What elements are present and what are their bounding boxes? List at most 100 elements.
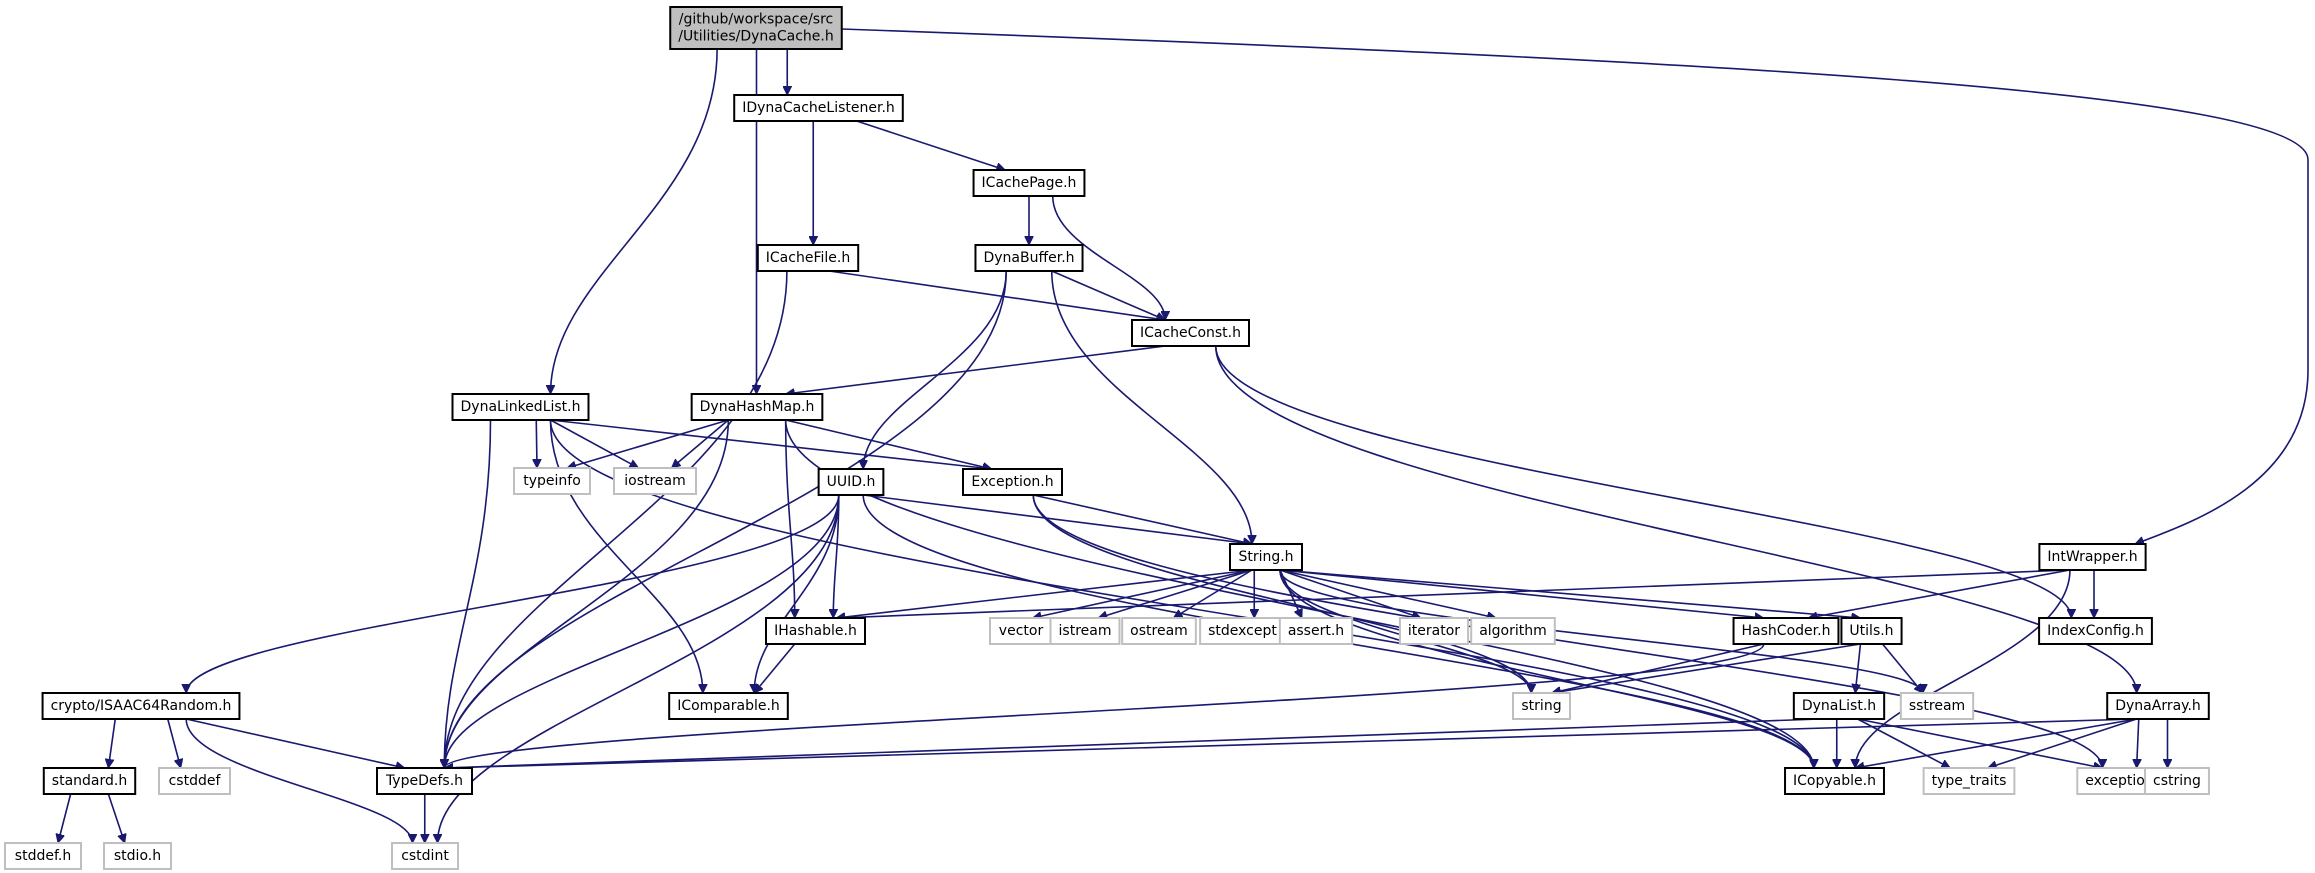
node-dynabuffer[interactable]: DynaBuffer.h: [974, 244, 1084, 272]
node-box: [2106, 692, 2210, 720]
node-icachefile[interactable]: ICacheFile.h: [756, 244, 860, 272]
node-typedefs[interactable]: TypeDefs.h: [376, 767, 473, 795]
node-label: cstddef: [169, 773, 222, 789]
node-box: [1131, 319, 1250, 347]
node-ihashable[interactable]: IHashable.h: [765, 617, 866, 645]
node-box: [765, 617, 866, 645]
node-sstream: sstream: [1899, 692, 1975, 720]
edge-uuid-to-crypto: [186, 494, 840, 694]
node-box: [42, 767, 137, 795]
node-crypto[interactable]: crypto/ISAAC64Random.h: [41, 692, 241, 720]
node-uuid[interactable]: UUID.h: [817, 468, 885, 496]
edge-intwrapper-to-icopyable: [1855, 569, 2071, 768]
node-label: UUID.h: [827, 474, 876, 490]
node-indexconfig[interactable]: IndexConfig.h: [2038, 617, 2153, 645]
node-idynacachelistener[interactable]: IDynaCacheListener.h: [733, 94, 904, 122]
node-label: iostream: [624, 473, 686, 489]
node-cstring: cstring: [2144, 767, 2210, 795]
node-utils[interactable]: Utils.h: [1840, 617, 1903, 645]
node-label: ICacheConst.h: [1140, 325, 1241, 341]
edge-dynahashmap-to-exception: [785, 419, 992, 469]
node-label: IDynaCacheListener.h: [742, 100, 895, 116]
node-hashcoder[interactable]: HashCoder.h: [1732, 617, 1840, 645]
node-box: [513, 467, 591, 495]
node-label: DynaHashMap.h: [700, 399, 815, 415]
node-label: IComparable.h: [677, 698, 780, 714]
node-label: exception: [2085, 773, 2153, 789]
node-box: [1278, 617, 1354, 645]
edge-crypto-to-typedefs: [186, 718, 405, 768]
node-label: algorithm: [1479, 623, 1547, 639]
edge-icacheconst-to-dynahashmap: [786, 345, 1166, 394]
node-iterator: iterator: [1398, 617, 1470, 645]
node-dynalinkedlist[interactable]: DynaLinkedList.h: [451, 393, 590, 421]
node-label: typeinfo: [523, 473, 581, 489]
node-string: string: [1512, 692, 1571, 720]
node-label: ostream: [1130, 623, 1188, 639]
node-box: [1398, 617, 1470, 645]
node-box: [1732, 617, 1840, 645]
node-box: [669, 6, 843, 50]
node-standard[interactable]: standard.h: [42, 767, 137, 795]
node-icomparable[interactable]: IComparable.h: [668, 692, 789, 720]
edge-dynahashmap-to-iostream: [672, 419, 729, 468]
node-assert: assert.h: [1278, 617, 1354, 645]
edge-icachefile-to-icacheconst: [828, 270, 1165, 320]
node-label: IntWrapper.h: [2047, 549, 2137, 565]
edge-dynalinkedlist-to-typeinfo: [536, 419, 537, 468]
nodes-layer: /github/workspace/src/Utilities/DynaCach…: [4, 6, 2210, 870]
edge-utils-to-dynalist: [1855, 643, 1862, 693]
node-label: cstdint: [401, 848, 449, 864]
edge-utils-to-string: [1552, 643, 1861, 693]
node-label: DynaBuffer.h: [983, 250, 1074, 266]
node-box: [1792, 692, 1886, 720]
node-label: istream: [1059, 623, 1112, 639]
edge-dynahashmap-to-icopyable: [784, 419, 1814, 768]
node-label: Exception.h: [971, 474, 1053, 490]
edge-string-to-algorithm: [1279, 569, 1496, 618]
edge-dynaarray-to-type_traits: [1988, 718, 2137, 768]
edge-dynaarray-to-icopyable: [1855, 718, 2137, 768]
node-box: [668, 692, 789, 720]
node-box: [690, 393, 824, 421]
node-box: [376, 767, 473, 795]
node-box: [733, 94, 904, 122]
node-box: [1784, 767, 1885, 795]
edge-dynalinkedlist-to-iostream: [550, 419, 638, 469]
node-icachepage[interactable]: ICachePage.h: [972, 169, 1086, 197]
node-icopyable[interactable]: ICopyable.h: [1784, 767, 1885, 795]
node-box: [974, 244, 1084, 272]
node-box: [103, 842, 172, 870]
node-box: [4, 842, 82, 870]
edge-uuid-to-ihashable: [833, 494, 840, 618]
edge-exception-to-string: [1033, 494, 1252, 544]
edge-exception-to-exception: [1032, 494, 2102, 768]
node-string[interactable]: String.h: [1229, 543, 1303, 571]
node-intwrapper[interactable]: IntWrapper.h: [2038, 543, 2147, 571]
node-icacheconst[interactable]: ICacheConst.h: [1131, 319, 1250, 347]
node-label: IndexConfig.h: [2047, 623, 2144, 639]
node-exception[interactable]: Exception.h: [962, 468, 1063, 496]
edge-string-to-icopyable: [1279, 569, 1814, 768]
node-dynacache[interactable]: /github/workspace/src/Utilities/DynaCach…: [669, 6, 843, 50]
node-label: ICacheFile.h: [766, 250, 850, 266]
node-vector: vector: [989, 617, 1053, 645]
node-label: DynaList.h: [1802, 698, 1876, 714]
edge-uuid-to-typedefs: [444, 494, 840, 768]
node-dynahashmap[interactable]: DynaHashMap.h: [690, 393, 824, 421]
node-dynaarray[interactable]: DynaArray.h: [2106, 692, 2210, 720]
node-algorithm: algorithm: [1470, 617, 1556, 645]
edge-intwrapper-to-ihashable: [836, 569, 2070, 618]
node-box: [1121, 617, 1197, 645]
edge-dynaarray-to-exception: [2137, 718, 2139, 768]
node-label: String.h: [1238, 549, 1293, 565]
node-label: Utils.h: [1849, 623, 1893, 639]
edge-icacheconst-to-indexconfig: [1214, 345, 2072, 618]
edge-standard-to-stdio: [107, 793, 124, 843]
node-dynalist[interactable]: DynaList.h: [1792, 692, 1886, 720]
node-typeinfo: typeinfo: [513, 467, 591, 495]
edge-string-to-ostream: [1173, 569, 1253, 619]
edge-dynacache-to-dynalinkedlist: [550, 48, 718, 394]
node-label: /github/workspace/src: [679, 12, 833, 28]
edge-crypto-to-cstddef: [166, 718, 181, 768]
